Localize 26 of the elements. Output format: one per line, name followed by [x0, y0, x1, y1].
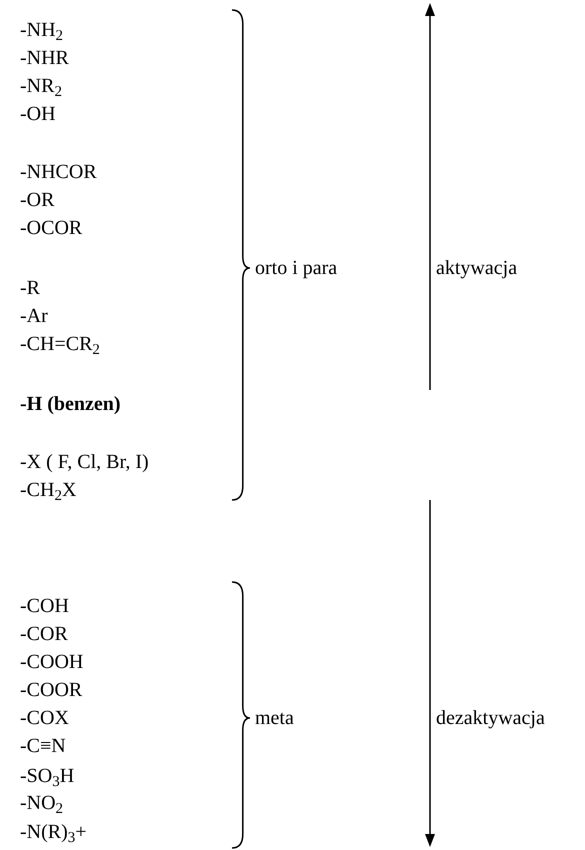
substituent-label: -NR$_{2}$ [20, 76, 62, 96]
substituent-label: -NO$_{2}$ [20, 793, 64, 813]
substituent-label: -COOH [20, 652, 84, 672]
substituent-label: -OCOR [20, 218, 82, 238]
substituent-label: -OR [20, 190, 54, 210]
substituent-label: -C≡N [20, 736, 66, 756]
substituent-label: -COX [20, 708, 69, 728]
substituent-label: -H (benzen) [20, 394, 121, 414]
substituent-label: -CH=CR$_{2}$ [20, 334, 100, 354]
substituent-label: -NHCOR [20, 162, 97, 182]
substituent-label: dezaktywacja [436, 708, 545, 728]
substituent-label: -OH [20, 104, 56, 124]
substituent-label: -X ( F, Cl, Br, I) [20, 452, 149, 472]
substituent-label: orto i para [255, 258, 338, 278]
substituent-label: -COH [20, 596, 69, 616]
substituent-label: -N(R)$_{3}$+ [20, 822, 87, 842]
substituent-label: -R [20, 278, 40, 298]
substituent-label: -CH$_{2}$X [20, 480, 76, 500]
substituent-label: -COR [20, 624, 68, 644]
substituent-label: -NHR [20, 48, 69, 68]
substituent-label: aktywacja [436, 258, 518, 278]
substituent-label: meta [255, 708, 294, 728]
substituent-label: -NH$_{2}$ [20, 20, 64, 40]
substituent-label: -SO$_{3}$H [20, 766, 74, 786]
substituent-label: -COOR [20, 680, 82, 700]
substituent-label: -Ar [20, 306, 48, 326]
